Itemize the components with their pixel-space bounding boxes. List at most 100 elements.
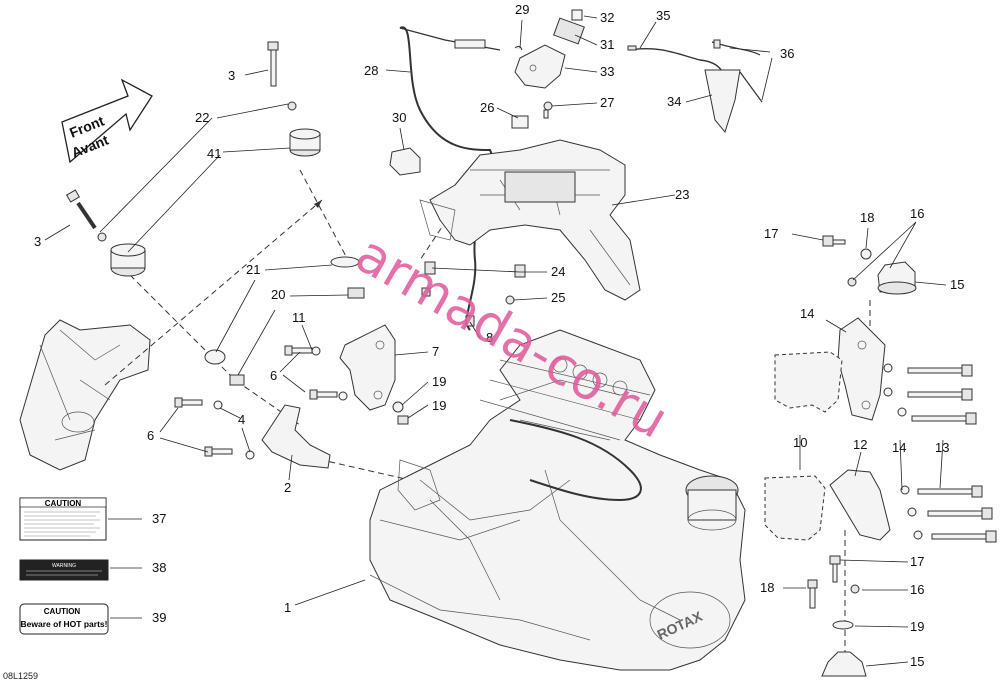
callout-3a: 3: [228, 68, 235, 83]
callout-6b: 6: [147, 428, 154, 443]
washer-19-right: [860, 248, 872, 260]
bolt-3-top: [267, 41, 279, 87]
leader-lines: [44, 15, 947, 667]
harness-35: [627, 39, 763, 134]
callout-26: 25: [551, 290, 565, 305]
bolt-3-left: [65, 189, 107, 242]
nut-23: [287, 101, 297, 111]
bolt-17-top: [822, 235, 846, 247]
callout-10: 12: [853, 437, 867, 452]
nut-21: [229, 287, 365, 386]
bracket-34: [514, 9, 585, 89]
assembly-line-front: [104, 199, 323, 386]
assembly-line-b: [129, 274, 301, 426]
callout-12: 13: [935, 440, 949, 455]
caution-label-38: CAUTION: [19, 497, 107, 541]
assembly-line-a: [299, 169, 349, 261]
callout-18: 18: [760, 580, 774, 595]
callout-1: 1: [284, 600, 291, 615]
callout-40: 39: [152, 610, 166, 625]
mount-15-bottom: [821, 651, 867, 677]
bracket-14: [837, 317, 886, 421]
callout-numbers: 3 22 41 3 21 20 11 7 6 19 19 4 6 2 1 28 …: [34, 2, 964, 669]
bolt-17-bottom: [829, 555, 841, 583]
bracket-2: [261, 404, 331, 469]
callout-20: 19: [432, 398, 446, 413]
warning-label-39: WARNING: [19, 559, 109, 581]
callout-13: 14: [892, 440, 906, 455]
callout-3b: 3: [34, 234, 41, 249]
callout-19a: 19: [432, 374, 446, 389]
clip-27: [511, 115, 529, 129]
callout-37: 36: [780, 46, 794, 61]
nut-20: [397, 415, 409, 425]
hot-caution: CAUTION: [44, 607, 81, 616]
callout-33: 32: [600, 10, 614, 25]
assembly-line-c: [299, 454, 411, 481]
callout-34: 33: [600, 64, 614, 79]
bolt-28: [543, 101, 553, 119]
callout-22: 21: [246, 262, 260, 277]
washer-16b: [850, 584, 860, 594]
plate-11: [764, 351, 843, 541]
engine-mount-41: [289, 128, 321, 157]
mount-15-top: [877, 261, 917, 295]
callout-17a: 17: [764, 226, 778, 241]
connector-31: [389, 147, 421, 176]
hot-label-40: CAUTION Beware of HOT parts!: [19, 603, 109, 635]
caution-title: CAUTION: [45, 499, 82, 508]
callout-30: 29: [515, 2, 529, 17]
callout-9: 11: [292, 310, 306, 325]
cable-29: [399, 26, 494, 331]
bolts-9-6: [174, 345, 348, 460]
sensor-29: [454, 39, 486, 49]
washer-16a: [847, 277, 857, 287]
callout-15a: 15: [950, 277, 964, 292]
engine-assembly: ROTAX: [369, 329, 746, 671]
washer-22: [204, 349, 226, 365]
callout-16a: 16: [910, 206, 924, 221]
washer-22-top: [330, 256, 360, 268]
callout-32: 31: [600, 37, 614, 52]
callout-41: 41: [207, 146, 221, 161]
hot-text: Beware of HOT parts!: [21, 619, 108, 629]
figure-code: 08L1259: [3, 671, 38, 681]
callout-38: 37: [152, 511, 166, 526]
callout-2: 2: [284, 480, 291, 495]
washers-13: [883, 363, 923, 540]
callout-19b: 18: [860, 210, 874, 225]
callout-35: 34: [667, 94, 681, 109]
callout-36: 35: [656, 8, 670, 23]
washer-19: [392, 401, 404, 413]
callout-25: 24: [551, 264, 565, 279]
bracket-24: [419, 139, 641, 301]
callout-19c: 19: [910, 619, 924, 634]
callout-6a: 6: [270, 368, 277, 383]
clip-8: [465, 315, 475, 327]
bracket-7: [339, 324, 396, 411]
warning-title: WARNING: [52, 563, 76, 569]
callout-29: 28: [364, 63, 378, 78]
callout-15b: 15: [910, 654, 924, 669]
bolts-12-right: [907, 364, 997, 543]
callout-27: 26: [480, 100, 494, 115]
callout-24: 23: [675, 187, 689, 202]
front-arrow: Front Avant: [61, 78, 153, 164]
engine-mount-left: [110, 243, 146, 277]
callout-16b: 16: [910, 582, 924, 597]
callout-21: 20: [271, 287, 285, 302]
callout-17b: 17: [910, 554, 924, 569]
callout-31: 30: [392, 110, 406, 125]
callout-8: 8: [486, 330, 493, 345]
callout-7: 7: [432, 344, 439, 359]
washer-19b: [832, 620, 854, 630]
callout-14: 14: [800, 306, 814, 321]
bracket-10: [829, 469, 891, 541]
bolt-18: [807, 579, 818, 609]
callout-28: 27: [600, 95, 614, 110]
clip-25b: [514, 264, 526, 278]
callout-23: 22: [195, 110, 209, 125]
callout-11: 10: [793, 435, 807, 450]
